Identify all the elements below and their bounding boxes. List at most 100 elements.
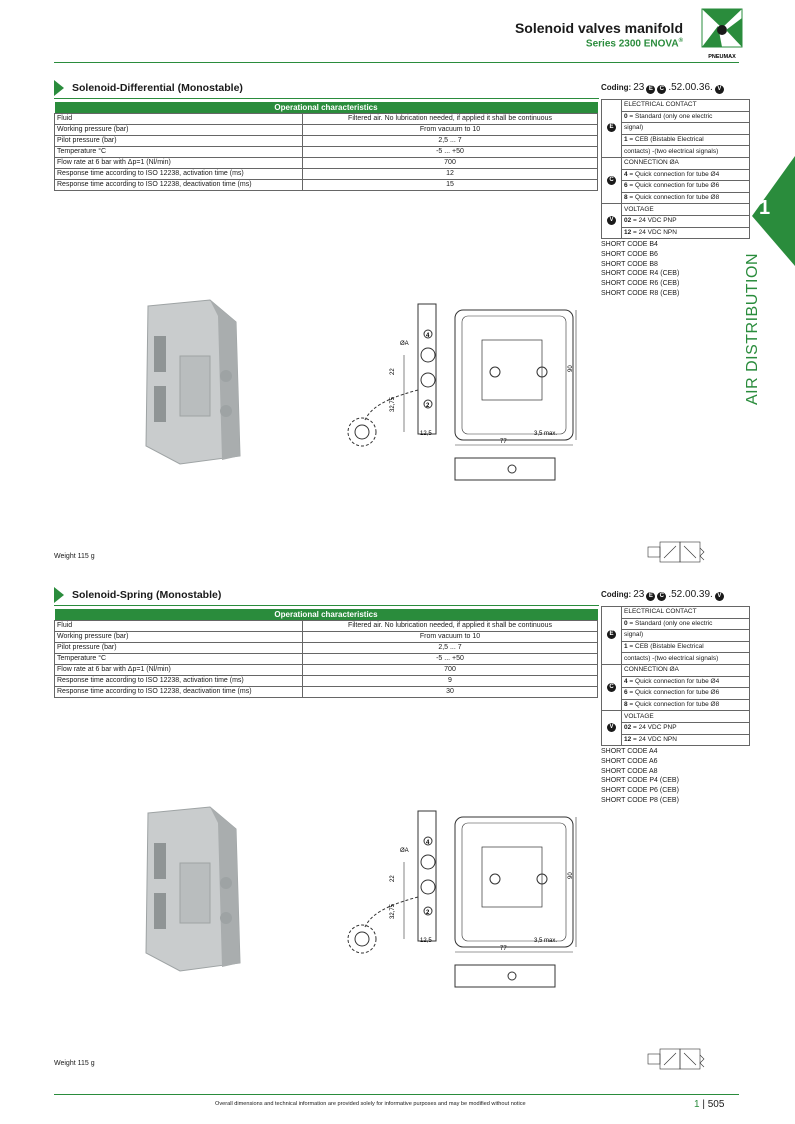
series-subtitle: Series 2300 ENOVA®	[585, 38, 683, 50]
dim-32-75: 32,75	[390, 903, 396, 919]
dim-90: 90	[568, 365, 574, 372]
code-row: signal)	[602, 629, 750, 642]
row-label: Working pressure (bar)	[54, 123, 303, 136]
row-label: Temperature °C	[54, 652, 303, 665]
short-code: SHORT CODE R6 (CEB)	[601, 280, 680, 288]
section-marker-icon	[54, 80, 64, 96]
code-row: 12 = 24 VDC NPN	[602, 226, 750, 240]
port-4: 4	[426, 333, 430, 339]
pneumax-logo: PNEUMAX	[701, 8, 743, 60]
logo-text: PNEUMAX	[708, 54, 736, 60]
dimension-drawing: ØA 22 32,75 12,5 3,5 max. 77 90 4 2	[347, 810, 577, 988]
dim-77: 77	[500, 946, 507, 952]
section-rule	[54, 605, 599, 606]
voltage-header: VOLTAGE	[621, 710, 750, 723]
row-value: 9	[302, 674, 598, 687]
section-rule	[54, 98, 599, 99]
footer-rule	[54, 1094, 739, 1095]
section-title: Solenoid-Spring (Monostable)	[54, 587, 221, 603]
code-row: 0 = Standard (only one electric	[602, 617, 750, 631]
row-value: Filtered air. No lubrication needed, if …	[302, 619, 598, 632]
code-row: 02 = 24 VDC PNP	[602, 214, 750, 228]
chapter-number: 1	[759, 197, 771, 219]
table-title: Operational characteristics	[54, 102, 598, 113]
key-e: E	[601, 606, 622, 665]
row-label: Flow rate at 6 bar with Δp=1 (Nl/min)	[54, 663, 303, 676]
product-photo	[145, 806, 241, 972]
electrical-header: ELECTRICAL CONTACT	[621, 606, 750, 619]
short-code: SHORT CODE P8 (CEB)	[601, 796, 679, 804]
row-value: 30	[302, 685, 598, 698]
row-value: 12	[302, 167, 598, 180]
dim-22: 22	[390, 875, 396, 882]
row-label: Response time according to ISO 12238, de…	[54, 178, 303, 191]
dim-phi-a: ØA	[400, 848, 409, 854]
code-row: 8 = Quick connection for tube Ø8	[602, 191, 750, 205]
section-marker-icon	[54, 587, 64, 603]
table-row: Response time according to ISO 12238, ac…	[54, 674, 598, 687]
row-value: From vacuum to 10	[302, 630, 598, 643]
table-row: Response time according to ISO 12238, de…	[54, 685, 598, 698]
code-row: 8 = Quick connection for tube Ø8	[602, 698, 750, 712]
dim-22: 22	[390, 368, 396, 375]
short-codes: SHORT CODE A4 SHORT CODE A6 SHORT CODE A8 S…	[601, 747, 679, 806]
code-row: contacts) -(two electrical signals)	[602, 145, 750, 158]
connection-header: CONNECTION ØA	[621, 156, 750, 170]
row-value: -5 ... +50	[302, 145, 598, 158]
weight-label: Weight 115 g	[54, 1060, 95, 1067]
table-row: Pilot pressure (bar)2,5 ... 7	[54, 134, 598, 147]
voltage-header: VOLTAGE	[621, 203, 750, 216]
weight-label: Weight 115 g	[54, 553, 95, 560]
dim-32-75: 32,75	[390, 396, 396, 412]
short-code: SHORT CODE A4	[601, 748, 658, 755]
table-row: Pilot pressure (bar)2,5 ... 7	[54, 641, 598, 654]
row-label: Response time according to ISO 12238, ac…	[54, 167, 303, 180]
table-row: Flow rate at 6 bar with Δp=1 (Nl/min)700	[54, 156, 598, 169]
row-label: Flow rate at 6 bar with Δp=1 (Nl/min)	[54, 156, 303, 169]
key-e: E	[601, 99, 622, 158]
row-label: Temperature °C	[54, 145, 303, 158]
table-row: Flow rate at 6 bar with Δp=1 (Nl/min)700	[54, 663, 598, 676]
row-value: -5 ... +50	[302, 652, 598, 665]
row-value: 2,5 ... 7	[302, 641, 598, 654]
code-row: 4 = Quick connection for tube Ø4	[602, 168, 750, 182]
table-row: Response time according to ISO 12238, ac…	[54, 167, 598, 180]
short-code: SHORT CODE B8	[601, 260, 658, 268]
dim-3-5: 3,5 max.	[534, 431, 557, 437]
short-code: SHORT CODE A6	[601, 757, 658, 765]
short-code: SHORT CODE A8	[601, 767, 658, 775]
row-value: 2,5 ... 7	[302, 134, 598, 147]
code-row: 1 = CEB (Bistable Electrical	[602, 640, 750, 654]
code-row: 6 = Quick connection for tube Ø6	[602, 180, 750, 193]
short-code: SHORT CODE P6 (CEB)	[601, 787, 679, 795]
row-value: 15	[302, 178, 598, 191]
row-label: Pilot pressure (bar)	[54, 134, 303, 147]
electrical-header: ELECTRICAL CONTACT	[621, 99, 750, 112]
code-row: 6 = Quick connection for tube Ø6	[602, 687, 750, 700]
dim-12-5: 12,5	[420, 431, 432, 437]
code-row: contacts) -(two electrical signals)	[602, 652, 750, 665]
page-number: 1 | 505	[694, 1099, 725, 1110]
table-row: Temperature °C-5 ... +50	[54, 652, 598, 665]
row-value: 700	[302, 156, 598, 169]
chapter-label: AIR DISTRIBUTION	[744, 252, 761, 405]
table-row: Response time according to ISO 12238, de…	[54, 178, 598, 191]
code-row: 1 = CEB (Bistable Electrical	[602, 133, 750, 147]
table-row: Temperature °C-5 ... +50	[54, 145, 598, 158]
dim-77: 77	[500, 439, 507, 445]
port-2: 2	[426, 403, 430, 409]
dimension-drawing: ØA 22 32,75 12,5 3,5 max. 77 90 4 2	[347, 303, 577, 481]
table-row: Working pressure (bar)From vacuum to 10	[54, 630, 598, 643]
short-code: SHORT CODE B6	[601, 250, 658, 258]
short-code: SHORT CODE R8 (CEB)	[601, 289, 680, 297]
dim-90: 90	[568, 872, 574, 879]
row-label: Working pressure (bar)	[54, 630, 303, 643]
footer-note: Overall dimensions and technical informa…	[215, 1101, 526, 1107]
code-row: 4 = Quick connection for tube Ø4	[602, 675, 750, 689]
table-title: Operational characteristics	[54, 609, 598, 620]
